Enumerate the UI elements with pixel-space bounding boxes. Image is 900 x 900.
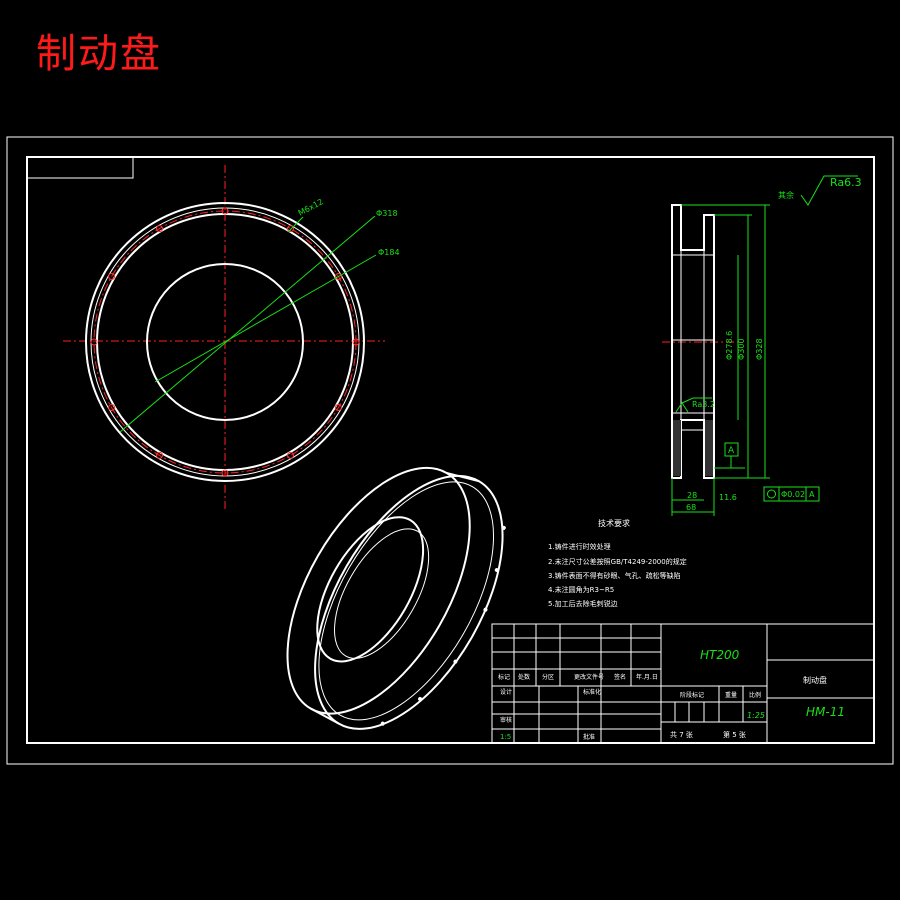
tb-label-0: 标记 [498, 673, 510, 681]
bolt-hole [108, 404, 116, 411]
iso-bolt-1 [494, 568, 499, 573]
bolt-hole [334, 273, 342, 280]
iso-edge-top [446, 471, 480, 483]
tb-label-1: 处数 [518, 673, 530, 681]
hatch [673, 420, 713, 476]
tb-label-2: 分区 [542, 673, 554, 681]
bolt-hole [221, 207, 229, 215]
tech-item-4: 4.未注圆角为R3~R5 [548, 585, 614, 594]
iso-bolt-3 [453, 659, 458, 664]
roughness-local: Ra3.2 [692, 400, 715, 409]
tb-left-grid [492, 624, 661, 743]
roughness-rest-label: 其余 [778, 190, 794, 200]
roughness-local-symbol [675, 397, 712, 413]
ratio-label: 比例 [749, 691, 761, 699]
tech-requirements: 技术要求 1.铸件进行时效处理 2.未注尺寸公差按照GB/T4249-2000的… [548, 518, 687, 608]
tb-row-labels: 标记 处数 分区 更改文件号 签名 年.月.日 [498, 673, 658, 681]
weight-label: 重量 [725, 691, 737, 699]
tb-label-5: 年.月.日 [636, 673, 658, 681]
sheets-total: 共 7 张 [670, 730, 693, 739]
geo-tol-frame [763, 486, 820, 502]
inner-channel [681, 429, 705, 470]
bolt-hole [156, 225, 163, 233]
section-view: Φ278.6 Φ300 Φ328 28 11.6 68 A Φ0.02 A Ra… [662, 204, 820, 516]
dim-11: 11.6 [719, 493, 737, 502]
datum-label: A [728, 446, 735, 456]
sheet-current: 第 5 张 [723, 730, 746, 739]
bolt-holes [90, 207, 360, 477]
drawing-no: HM-11 [806, 705, 845, 719]
front-view: M6x12 Φ318 Φ184 [63, 165, 400, 512]
tech-item-1: 1.铸件进行时效处理 [548, 542, 611, 551]
iso-edge-bottom [310, 707, 340, 725]
title-block-frame [491, 623, 875, 744]
leader-thread [287, 216, 304, 233]
role-approve: 批准 [583, 733, 595, 741]
role-std: 标准化 [583, 688, 601, 696]
bolt-hole [352, 338, 360, 346]
iso-front-outer [286, 466, 471, 715]
geo-tol-datum: A [809, 490, 815, 499]
bolt-hole [287, 451, 294, 459]
dim-d318: Φ318 [376, 209, 398, 218]
bolt-circle [93, 210, 357, 474]
bolt-hole [156, 451, 163, 459]
bolt-hole [287, 225, 294, 233]
outer-border [6, 136, 894, 765]
tech-item-3: 3.铸件表面不得有砂眼、气孔、疏松等缺陷 [548, 571, 681, 580]
iso-back-step [318, 481, 495, 721]
dim-68: 68 [686, 503, 696, 512]
tb-label-3: 更改文件号 [574, 673, 604, 681]
corner-box [27, 157, 134, 179]
tech-item-5: 5.加工后去除毛刺锐边 [548, 599, 618, 608]
dim-28: 28 [687, 491, 697, 500]
iso-inner-front [316, 516, 425, 663]
roughness-main-symbol [800, 175, 858, 206]
role-check: 审核 [500, 716, 512, 724]
stage-label: 阶段标记 [680, 691, 704, 699]
iso-bolt-5 [380, 721, 385, 726]
iso-bolt-6 [501, 525, 506, 530]
scale: 1:5 [500, 733, 511, 741]
inner-circle [146, 263, 304, 421]
leader-d184 [154, 254, 377, 383]
page-title: 制动盘 [36, 31, 162, 77]
dim-d300: Φ300 [737, 338, 746, 360]
iso-bolt-4 [418, 696, 423, 701]
bolt-hole [90, 338, 98, 346]
dim-d184: Φ184 [378, 248, 400, 257]
geo-tol-value: Φ0.02 [781, 490, 805, 499]
part-name: 制动盘 [803, 675, 827, 685]
dim-d328: Φ328 [755, 338, 764, 360]
tech-heading: 技术要求 [598, 518, 630, 528]
title-block: HT200 制动盘 HM-11 阶段标记 重量 比例 1:25 共 7 张 第 … [491, 623, 875, 744]
material: HT200 [700, 648, 740, 662]
geo-tol-icon [767, 489, 776, 499]
bolt-hole [108, 273, 116, 280]
dim-d278: Φ278.6 [725, 331, 734, 360]
inner-border [26, 156, 875, 744]
roughness-main: Ra6.3 [830, 176, 862, 189]
tb-label-4: 签名 [614, 673, 626, 681]
isometric-view [286, 466, 506, 730]
ratio-value: 1:25 [747, 711, 765, 720]
leader-d318 [119, 215, 376, 433]
bolt-hole [334, 404, 342, 411]
iso-bolt-2 [483, 607, 488, 612]
bolt-hole [221, 469, 229, 477]
role-design: 设计 [500, 688, 512, 696]
tech-item-2: 2.未注尺寸公差按照GB/T4249-2000的规定 [548, 557, 687, 566]
dim-thread: M6x12 [297, 197, 325, 218]
outer-circle [85, 202, 365, 482]
iso-inner-back [334, 528, 430, 659]
